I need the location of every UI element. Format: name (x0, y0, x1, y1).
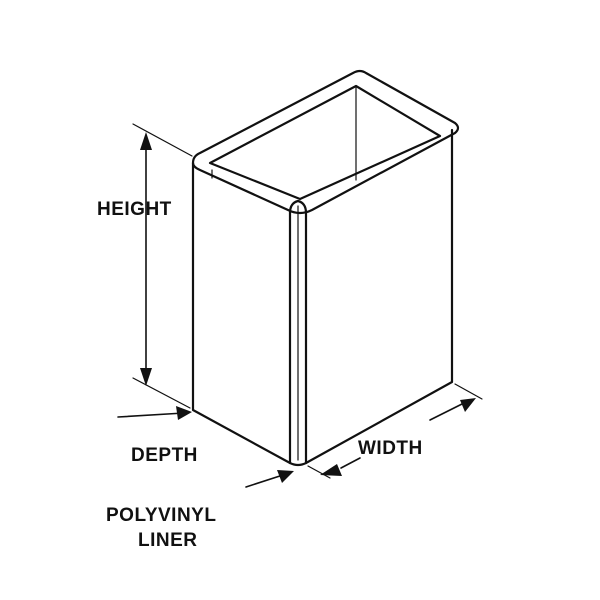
liner-left-face (191, 161, 292, 465)
depth-arrow-right (277, 470, 294, 483)
width-label: WIDTH (358, 438, 423, 459)
liner-front-corner (288, 199, 308, 467)
height-arrow-top (140, 132, 152, 150)
width-dimension (307, 383, 483, 479)
liner-rim-inner (208, 84, 442, 201)
liner-label-line1: POLYVINYL (106, 505, 216, 526)
liner-box (191, 69, 460, 467)
depth-arrow-left (176, 406, 192, 420)
height-label: HEIGHT (97, 199, 172, 220)
height-arrow-bottom (140, 368, 152, 386)
depth-label: DEPTH (131, 445, 198, 466)
width-arrow-right (460, 398, 476, 412)
liner-rim-outer (191, 69, 460, 215)
height-dimension (132, 123, 193, 409)
depth-dimension (117, 406, 294, 488)
width-arrow-left (320, 464, 342, 476)
liner-label-line2: LINER (138, 530, 198, 551)
liner-front-face (304, 128, 454, 465)
